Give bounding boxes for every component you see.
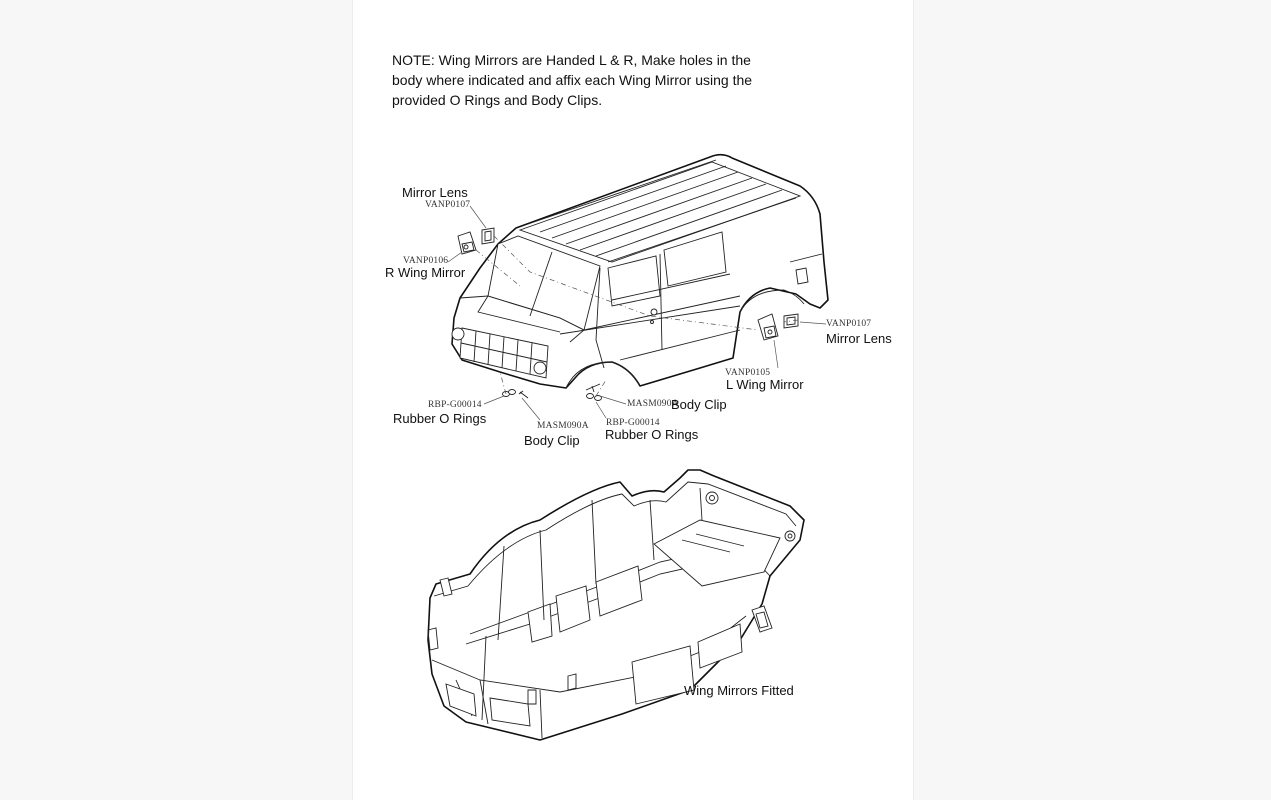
grille — [459, 327, 549, 379]
r-wing-mirror-part — [457, 231, 477, 255]
van-body-exploded — [451, 153, 829, 389]
label-mirror-lens-l: Mirror Lens — [826, 331, 892, 346]
inside-window-2 — [595, 565, 643, 617]
inside-window-3 — [527, 603, 553, 643]
label-body-clip-right: Body Clip — [671, 397, 727, 412]
label-l-wing-mirror: L Wing Mirror — [726, 377, 804, 392]
fitted-mirror — [751, 605, 773, 633]
o-rings-and-clips — [502, 383, 602, 401]
code-rbp-right: RBP-G00014 — [606, 418, 660, 428]
code-vanp0107-r: VANP0107 — [425, 200, 471, 210]
label-r-wing-mirror: R Wing Mirror — [385, 265, 466, 280]
r-mirror-lens-part — [481, 227, 495, 245]
l-wing-mirror-part — [757, 313, 779, 341]
wing-mirror-note: NOTE: Wing Mirrors are Handed L & R, Mak… — [392, 52, 753, 108]
code-masm-left: MASM090A — [537, 421, 589, 431]
label-rubber-o-rings-right: Rubber O Rings — [605, 427, 699, 442]
code-vanp0105: VANP0105 — [725, 368, 771, 378]
code-vanp0106: VANP0106 — [403, 256, 449, 266]
l-mirror-lens-part — [783, 313, 799, 329]
inside-window-1 — [555, 585, 591, 633]
label-body-clip-left: Body Clip — [524, 433, 580, 448]
label-rubber-o-rings-left: Rubber O Rings — [393, 411, 487, 426]
label-wing-mirrors-fitted: Wing Mirrors Fitted — [684, 683, 794, 698]
side-window-front — [607, 255, 661, 307]
headlight-left — [451, 327, 465, 341]
fitted-mirror — [439, 577, 453, 597]
side-window-rear — [663, 231, 727, 287]
code-rbp-left: RBP-G00014 — [428, 400, 482, 410]
code-masm-right: MASM090A — [627, 399, 679, 409]
label-mirror-lens-r: Mirror Lens — [402, 185, 468, 200]
code-vanp0107-l: VANP0107 — [826, 319, 872, 329]
headlight-right — [533, 361, 547, 375]
van-body-inverted — [427, 469, 805, 741]
